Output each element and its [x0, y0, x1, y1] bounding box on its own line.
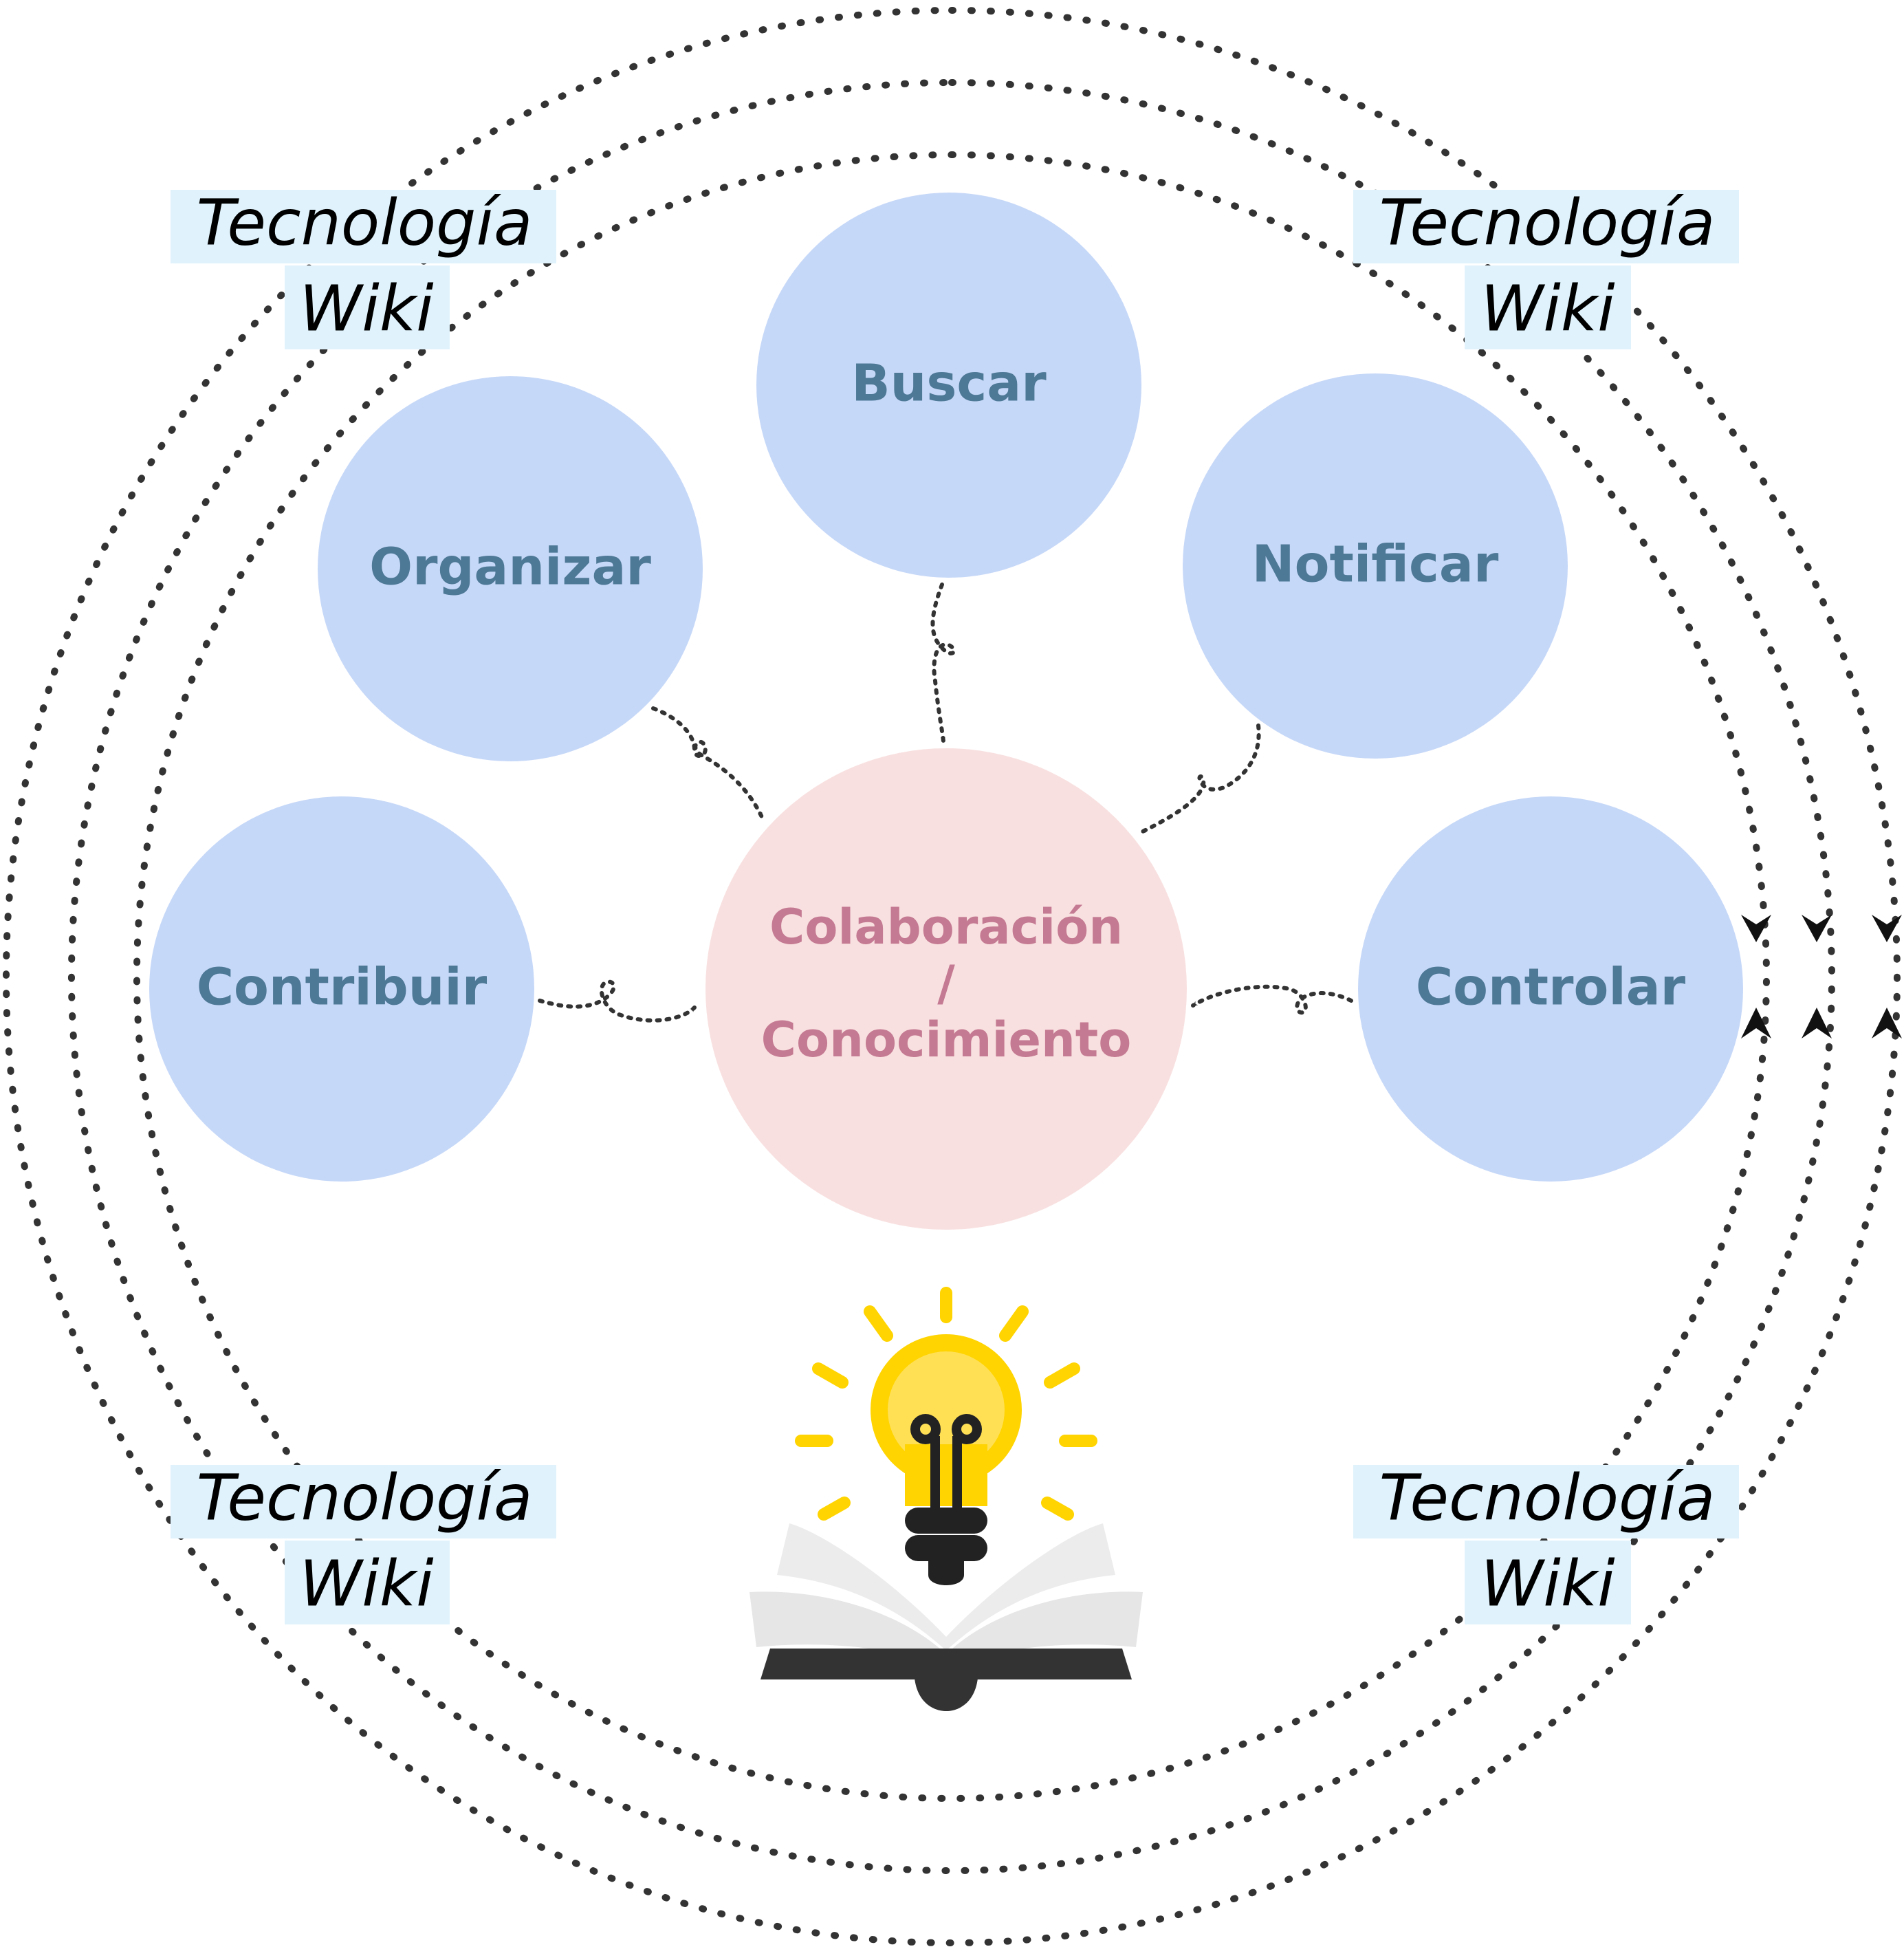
wiki-label-bottom-left: Tecnología Wiki: [171, 1461, 556, 1624]
center-label-line-1: Colaboración: [769, 899, 1123, 955]
wiki-label-bottom-right: Tecnología Wiki: [1353, 1461, 1739, 1624]
node-label-organizar: Organizar: [369, 538, 651, 597]
connector-notificar-to-center: [1139, 724, 1261, 834]
bulb-filament: [910, 1414, 982, 1510]
connector-buscar-to-center: [930, 583, 956, 743]
node-label-notificar: Notificar: [1252, 535, 1499, 594]
connector-controlar-to-center: [1191, 984, 1353, 1015]
wiki-label-line-1: Tecnología: [197, 1461, 533, 1534]
arrowhead-down-icon: [1802, 915, 1832, 942]
arrowhead-down-icon: [1741, 915, 1771, 942]
dotted-ring-group: [2, 7, 1901, 1946]
wiki-label-top-left: Tecnología Wiki: [171, 186, 556, 349]
connector-contribuir-to-center: [538, 979, 697, 1023]
node-label-controlar: Controlar: [1416, 958, 1686, 1017]
center-label-line-2: /: [937, 955, 955, 1012]
arrowhead-up-icon: [1872, 1008, 1902, 1038]
wiki-label-line-1: Tecnología: [1379, 186, 1716, 259]
node-contribuir: Contribuir: [149, 796, 534, 1182]
wiki-label-line-2: Wiki: [299, 272, 434, 345]
arrowhead-up-icon: [1802, 1008, 1832, 1038]
ring-arrowheads: [1741, 915, 1902, 1038]
bulb-base: [905, 1508, 987, 1585]
node-notificar: Notificar: [1183, 373, 1568, 759]
node-organizar: Organizar: [318, 376, 703, 761]
wiki-label-top-right: Tecnología Wiki: [1353, 186, 1739, 349]
middle-dotted-ring: [67, 79, 1835, 1874]
book-spine: [915, 1678, 978, 1711]
outer-dotted-ring: [2, 7, 1901, 1946]
arrowhead-up-icon: [1741, 1008, 1771, 1038]
light-rays: [795, 1287, 1097, 1521]
wiki-label-line-1: Tecnología: [197, 186, 533, 259]
book-cover: [760, 1649, 1132, 1679]
wiki-label-line-2: Wiki: [1480, 1547, 1615, 1620]
center-label-line-3: Conocimiento: [761, 1012, 1132, 1068]
lightbulb-book-icon: [749, 1287, 1143, 1711]
node-label-contribuir: Contribuir: [197, 958, 488, 1017]
connector-organizar-to-center: [651, 706, 764, 819]
wiki-label-line-2: Wiki: [1480, 272, 1615, 345]
node-controlar: Controlar: [1358, 796, 1743, 1182]
wiki-label-line-1: Tecnología: [1379, 1461, 1716, 1534]
arrowhead-down-icon: [1872, 915, 1902, 942]
node-buscar: Buscar: [756, 193, 1141, 578]
node-label-buscar: Buscar: [851, 354, 1047, 413]
center-node: Colaboración / Conocimiento: [705, 748, 1187, 1230]
wiki-label-line-2: Wiki: [299, 1547, 434, 1620]
connector-arrows: [538, 583, 1353, 1023]
